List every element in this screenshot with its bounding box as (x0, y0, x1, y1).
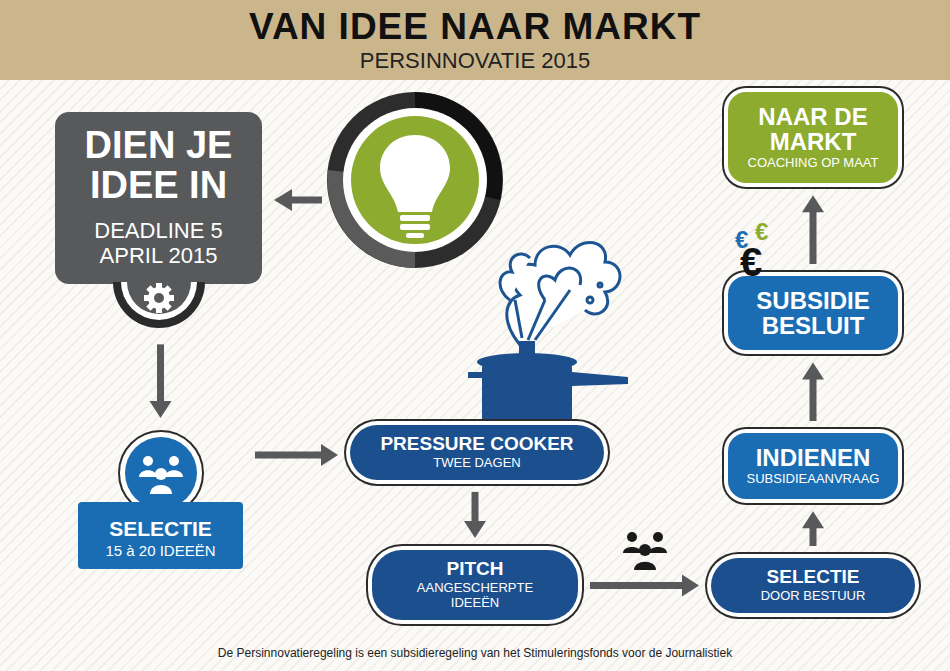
pill-box: SELECTIE DOOR BESTUUR (711, 558, 915, 613)
pill-box: PITCHAANGESCHERPTE IDEEËN (372, 550, 578, 620)
node-heading: INDIENEN (740, 445, 886, 470)
arrow-shaft (590, 582, 684, 589)
arrow-head (150, 401, 172, 418)
node-heading: NAAR DE MARKT (740, 104, 886, 154)
process-box: INDIENEN SUBSIDIEAANVRAAG (728, 433, 898, 499)
title: VAN IDEE NAAR MARKT (0, 6, 950, 48)
node-heading: PRESSURE COOKER (372, 434, 582, 454)
process-box: SUBSIDIE BESLUIT (728, 276, 898, 350)
caption: De Persinnovatieregeling is een subsidie… (0, 646, 950, 660)
arrow-head (802, 362, 824, 379)
process-box: SELECTIE 15 à 20 IDEEËN (78, 430, 243, 569)
arrow-head (464, 521, 486, 538)
arrow-head (802, 511, 824, 528)
process-box: NAAR DE MARKT COACHING OP MAAT (728, 92, 898, 183)
gear-tab (111, 282, 207, 332)
selection-panel: SELECTIE 15 à 20 IDEEËN (78, 502, 243, 569)
flow-arrow (464, 492, 486, 538)
group-icon (623, 532, 667, 570)
euro-sign: € (740, 240, 762, 285)
node-subtext: DOOR BESTUUR (733, 589, 893, 604)
arrow-shaft (810, 210, 817, 264)
node-subtext: AANGESCHERPTE IDEEËN (394, 581, 556, 611)
flow-arrow (590, 574, 699, 596)
node-heading: DIEN JE IDEE IN (67, 126, 250, 206)
lightbulb-icon (327, 92, 503, 268)
arrow-head (802, 195, 824, 212)
node-heading: SELECTIE (733, 567, 893, 587)
node-heading: SELECTIE (86, 518, 235, 540)
flow-arrow (255, 444, 338, 466)
decor-arrow (274, 189, 322, 211)
pot (468, 341, 628, 422)
process-box: DIEN JE IDEE IN DEADLINE 5 APRIL 2015 (55, 112, 262, 332)
pressure-cooker-illustration (500, 242, 620, 345)
arrow-shaft (472, 492, 479, 523)
node-subtext: TWEE DAGEN (372, 456, 582, 471)
flow-arrow (802, 195, 824, 264)
flow-arrow (150, 344, 172, 418)
node-heading: SUBSIDIE BESLUIT (740, 288, 886, 338)
flow-arrow (802, 362, 824, 421)
arrow-shaft (255, 451, 323, 458)
pill-box: PRESSURE COOKER TWEE DAGEN (350, 425, 604, 480)
arrow-head (682, 574, 699, 596)
submit-panel: DIEN JE IDEE IN DEADLINE 5 APRIL 2015 (55, 112, 262, 284)
arrow-shaft (157, 344, 164, 403)
gear-icon (111, 282, 207, 332)
subtitle: PERSINNOVATIE 2015 (0, 48, 950, 74)
node-heading: PITCH (394, 559, 556, 579)
node-subtext: 15 à 20 IDEEËN (86, 542, 235, 559)
arrow-shaft (810, 377, 817, 421)
node-subtext: SUBSIDIEAANVRAAG (740, 472, 886, 487)
node-subtext: DEADLINE 5 APRIL 2015 (67, 218, 250, 269)
node-subtext: COACHING OP MAAT (740, 156, 886, 171)
arrow-head (321, 444, 338, 466)
arrow-shaft (810, 526, 817, 546)
flow-arrow (802, 511, 824, 546)
